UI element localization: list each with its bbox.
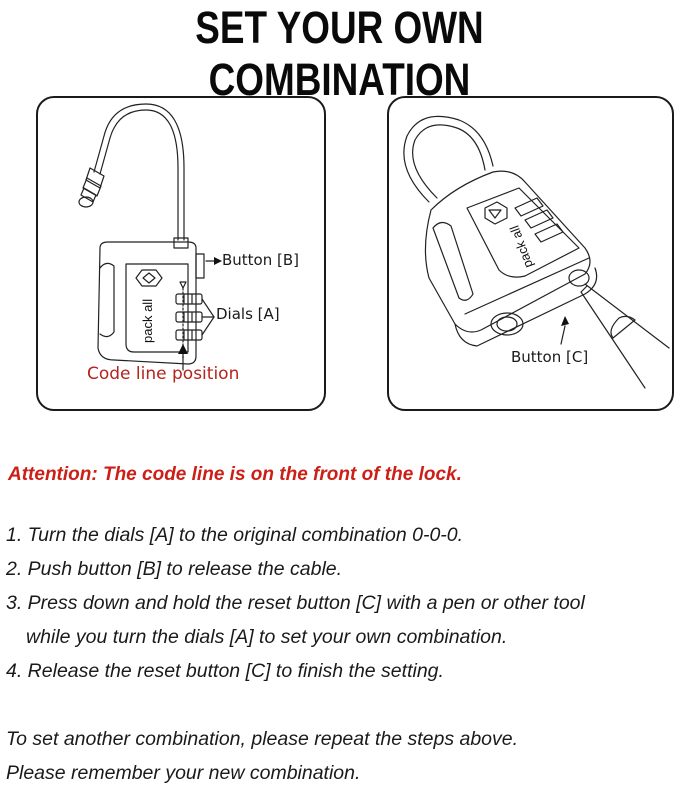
lock-grip — [99, 262, 115, 338]
step-4: 4. Release the reset button [C] to finis… — [6, 660, 444, 682]
note-repeat: To set another combination, please repea… — [6, 728, 519, 750]
dials-a-shapes — [514, 197, 564, 243]
brand-text: pack all — [140, 299, 155, 343]
button-b-label: Button [B] — [222, 251, 300, 269]
step-2: 2. Push button [B] to release the cable. — [6, 558, 343, 580]
logo-hexagon — [484, 201, 508, 225]
lock-front-illustration: pack all — [78, 103, 222, 371]
button-b-shape — [195, 253, 205, 279]
cable-shackle — [99, 109, 179, 241]
instruction-steps: 1. Turn the dials [A] to the original co… — [6, 518, 585, 688]
lock-front-illustration-panel: pack all Button [B] Dials [A] Code line … — [36, 96, 326, 411]
button-c-label: Button [C] — [511, 348, 589, 366]
logo-hexagon — [135, 269, 163, 287]
keyhole — [490, 312, 524, 336]
code-line-position-label: Code line position — [87, 364, 240, 384]
lock-reset-illustration-panel: pack all Button [C] — [387, 96, 674, 411]
dials-a-shapes — [175, 293, 203, 341]
brand-text: pack all — [507, 223, 536, 270]
step-1: 1. Turn the dials [A] to the original co… — [6, 524, 464, 546]
lock-body — [97, 241, 197, 365]
step-3-continuation: while you turn the dials [A] to set your… — [26, 626, 508, 648]
button-c-shape — [568, 269, 590, 287]
lock-grip — [432, 221, 474, 301]
page-title: SET YOUR OWN COMBINATION — [195, 2, 484, 105]
closing-notes: To set another combination, please repea… — [6, 722, 518, 790]
lock-body — [424, 170, 591, 333]
dials-a-label: Dials [A] — [216, 305, 280, 323]
attention-notice: Attention: The code line is on the front… — [8, 464, 462, 485]
cable-shackle — [403, 115, 494, 203]
lock-reset-illustration: pack all — [403, 115, 670, 389]
step-3: 3. Press down and hold the reset button … — [6, 592, 585, 614]
pen — [580, 283, 670, 389]
note-remember: Please remember your new combination. — [6, 762, 361, 784]
